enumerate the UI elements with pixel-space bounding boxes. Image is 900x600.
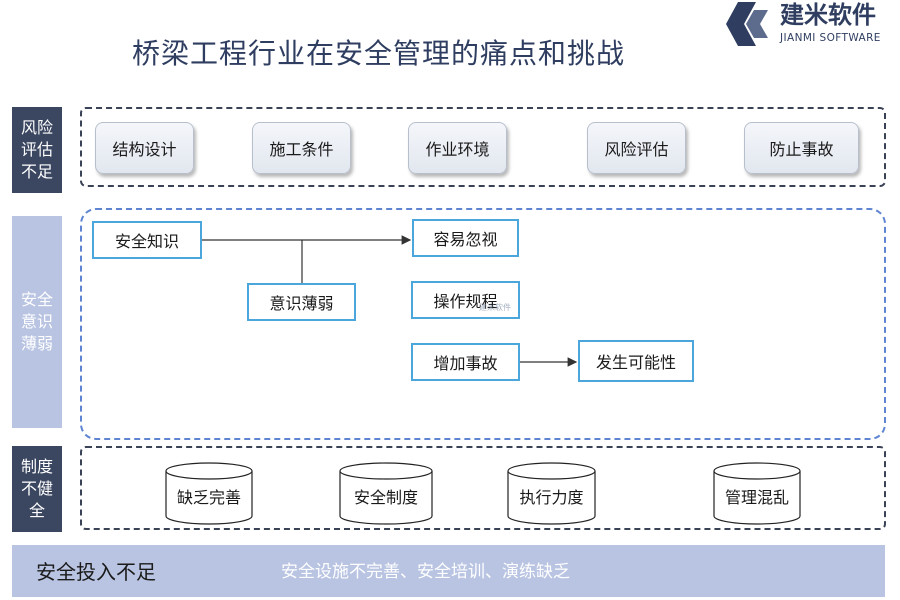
investment-text: 安全设施不完善、安全培训、演练缺乏 bbox=[281, 562, 570, 582]
risk-item-risk-assessment: 风险评估 bbox=[587, 122, 686, 174]
system-item-lack-completeness: 缺乏完善 bbox=[165, 462, 253, 526]
cylinder-label: 执行力度 bbox=[519, 488, 584, 507]
system-item-safety-system: 安全制度 bbox=[339, 462, 433, 526]
system-item-management-chaos: 管理混乱 bbox=[713, 462, 801, 526]
risk-item-accident-prevention: 防止事故 bbox=[744, 122, 859, 174]
awareness-frame bbox=[80, 208, 886, 440]
node-safety-knowledge: 安全知识 bbox=[92, 221, 202, 259]
cylinder-label: 安全制度 bbox=[353, 488, 418, 507]
node-occurrence-possibility: 发生可能性 bbox=[578, 340, 694, 382]
cylinder-label: 缺乏完善 bbox=[176, 488, 241, 507]
risk-frame bbox=[80, 107, 886, 187]
risk-item-construction-conditions: 施工条件 bbox=[252, 122, 351, 174]
section-label-risk: 风险评估不足 bbox=[12, 107, 62, 193]
watermark: 建米软件 bbox=[479, 303, 511, 312]
node-operating-procedure: 操作规程 bbox=[411, 281, 520, 319]
logo-name: 建米软件 bbox=[780, 1, 876, 29]
logo: 建米软件 JIANMI SOFTWARE bbox=[724, 0, 896, 48]
page-title: 桥梁工程行业在安全管理的痛点和挑战 bbox=[132, 37, 626, 70]
system-frame bbox=[80, 446, 886, 530]
cylinder-label: 管理混乱 bbox=[724, 488, 789, 507]
risk-item-structure-design: 结构设计 bbox=[95, 122, 194, 174]
risk-item-work-environment: 作业环境 bbox=[408, 122, 507, 174]
node-increase-accidents: 增加事故 bbox=[411, 343, 520, 381]
section-label-awareness: 安全意识薄弱 bbox=[12, 216, 62, 428]
system-item-enforcement: 执行力度 bbox=[507, 462, 596, 526]
jianmi-logo-icon bbox=[724, 0, 776, 46]
node-weak-awareness: 意识薄弱 bbox=[247, 283, 356, 321]
investment-bar bbox=[12, 545, 885, 597]
logo-subtitle: JIANMI SOFTWARE bbox=[780, 32, 881, 44]
investment-label: 安全投入不足 bbox=[36, 560, 156, 584]
section-label-system: 制度不健全 bbox=[12, 446, 62, 532]
node-easily-ignored: 容易忽视 bbox=[412, 219, 519, 257]
